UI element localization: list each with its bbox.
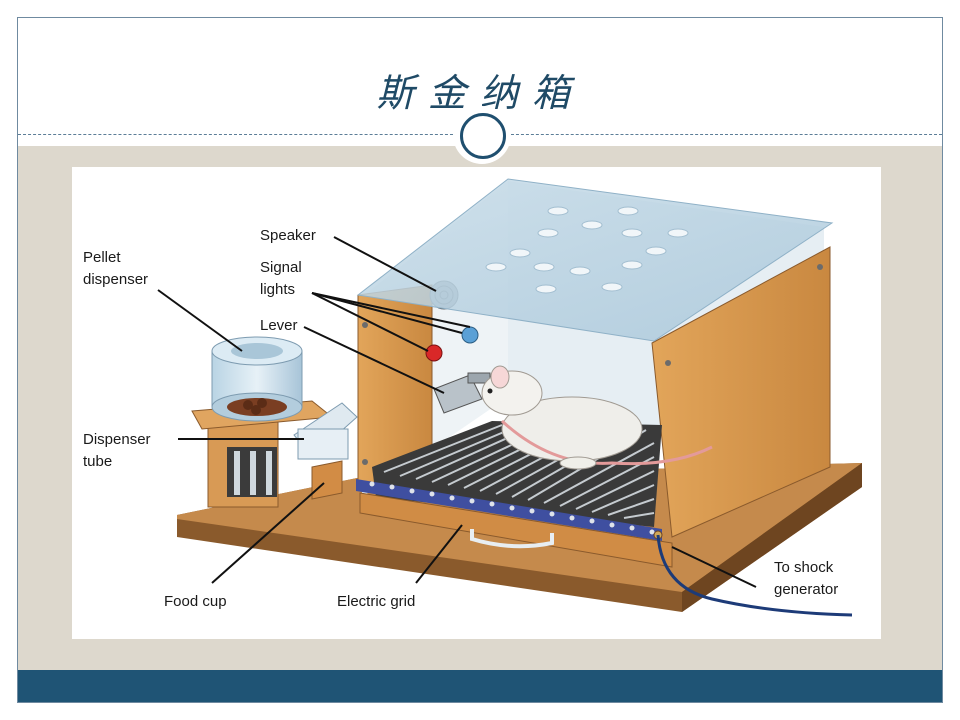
pellet-dispenser	[211, 336, 303, 422]
label-leader-lines	[157, 236, 757, 588]
label-pellet-dispenser: Pellet dispenser	[83, 249, 149, 288]
label-speaker: Speaker	[260, 227, 316, 244]
footer-bar	[18, 670, 942, 702]
rat	[481, 365, 713, 470]
title-divider-left	[18, 134, 458, 135]
slide-frame	[17, 17, 943, 703]
front-drawer	[359, 492, 673, 568]
label-to-shock-generator: To shock generator	[774, 559, 839, 598]
dispenser-tube	[293, 402, 358, 460]
food-cup	[311, 460, 343, 500]
skinner-box-illustration	[157, 178, 862, 617]
lever	[433, 372, 491, 414]
right-wall	[651, 246, 831, 538]
label-food-cup: Food cup	[164, 593, 227, 610]
glass-lid	[356, 178, 834, 342]
title-divider-right	[506, 134, 942, 135]
shock-cable	[653, 530, 853, 617]
skinner-box-figure: Speaker Signal lights Lever Pellet dispe…	[72, 167, 881, 639]
label-signal-lights: Signal lights	[260, 259, 302, 298]
label-lever: Lever	[260, 317, 298, 334]
label-dispenser-tube: Dispenser tube	[83, 431, 151, 470]
divider-circle-ring	[460, 113, 506, 159]
label-electric-grid: Electric grid	[337, 593, 416, 610]
signal-lights	[425, 326, 479, 362]
